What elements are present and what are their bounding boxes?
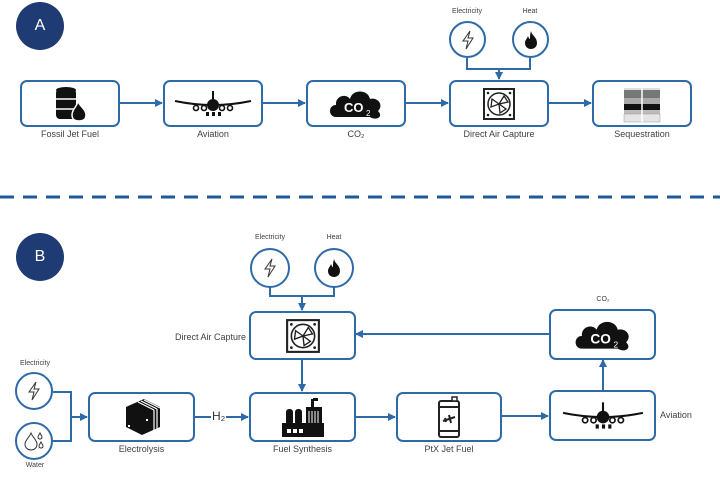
svg-text:CO: CO [344, 100, 364, 115]
direct-air-capture-node-a [449, 80, 549, 127]
flame-icon [524, 30, 537, 49]
electricity-label-a: Electricity [452, 8, 482, 15]
direct-air-capture-label-a: Direct Air Capture [463, 129, 535, 139]
electrolysis-label: Electrolysis [118, 444, 165, 454]
lightning-icon [461, 30, 474, 49]
electricity-label-b-left: Electricity [20, 360, 50, 367]
fan-icon [483, 87, 515, 120]
ptx-jet-fuel-label: PtX Jet Fuel [424, 444, 474, 454]
h2-label: H₂ [211, 409, 227, 423]
water-label: Water [25, 462, 45, 469]
heat-label-b: Heat [326, 234, 342, 241]
electricity-node-b-left [15, 372, 53, 410]
water-drops-icon [24, 431, 44, 451]
svg-text:2: 2 [366, 109, 371, 118]
lightning-icon [264, 258, 276, 278]
electrolyzer-stack-icon [125, 399, 160, 435]
heat-node-a [512, 21, 549, 58]
electricity-node-b-top [250, 248, 290, 288]
aviation-label-b: Aviation [660, 410, 692, 420]
factory-icon [281, 398, 324, 437]
airplane-icon [174, 90, 252, 116]
fossil-jet-fuel-node [20, 80, 120, 127]
heat-label-a: Heat [522, 8, 538, 15]
fan-icon [285, 318, 320, 353]
electricity-node-a [449, 21, 486, 58]
sequestration-node [592, 80, 692, 127]
heat-node-b [314, 248, 354, 288]
flame-icon [328, 259, 340, 277]
svg-text:CO: CO [590, 331, 611, 346]
lightning-icon [28, 381, 40, 401]
rock-layers-icon [623, 83, 661, 122]
direct-air-capture-label-b: Direct Air Capture [174, 332, 246, 342]
fuel-barrel-plane-icon [438, 396, 460, 438]
aviation-label-a: Aviation [197, 129, 229, 139]
panel-a-badge: A [16, 2, 64, 50]
connector-inputs-b [269, 286, 335, 297]
aviation-node-b [549, 390, 656, 441]
water-node [15, 422, 53, 460]
svg-text:2: 2 [613, 339, 618, 349]
panel-b-badge: B [16, 233, 64, 281]
sequestration-label: Sequestration [614, 129, 670, 139]
airplane-icon [562, 401, 643, 429]
fossil-jet-fuel-label: Fossil Jet Fuel [40, 129, 100, 139]
fuel-synthesis-node [249, 392, 356, 442]
direct-air-capture-node-b [249, 311, 356, 360]
co2-label-a: CO₂ [347, 129, 365, 139]
connector-inputs-a [466, 58, 531, 70]
electrolysis-node [88, 392, 195, 442]
oil-barrel-drop-icon [56, 86, 87, 122]
connector-left-inputs [53, 391, 72, 442]
electricity-label-b-top: Electricity [255, 234, 285, 241]
co2-label-b: CO₂ [596, 296, 610, 303]
ptx-jet-fuel-node [396, 392, 502, 442]
fuel-synthesis-label: Fuel Synthesis [272, 444, 333, 454]
aviation-node-a [163, 80, 263, 127]
